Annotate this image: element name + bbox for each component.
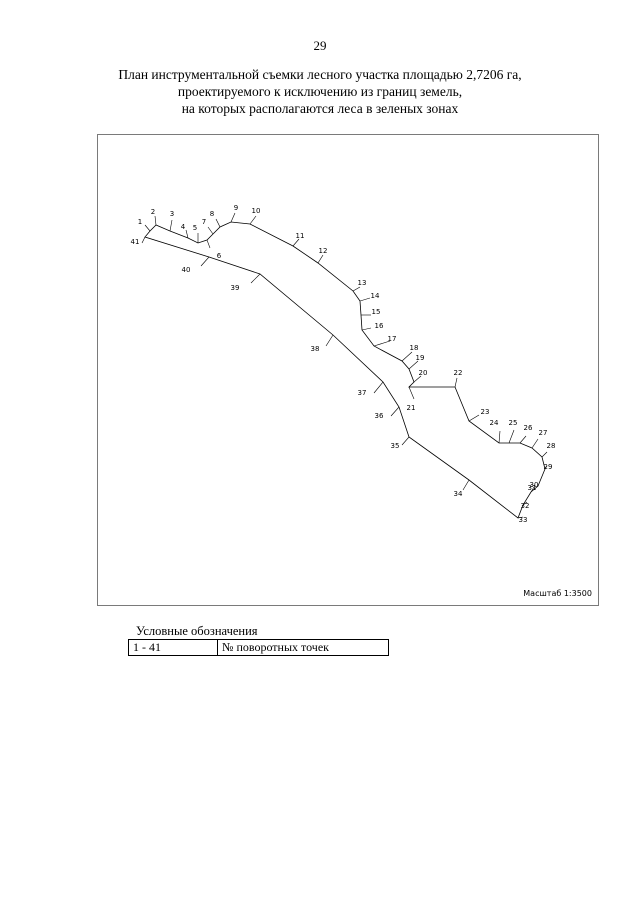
point-label-1: 1 (138, 218, 142, 226)
point-label-4: 4 (181, 223, 186, 231)
point-tick-38 (325, 334, 334, 347)
point-tick-23 (468, 414, 480, 422)
point-label-32: 32 (521, 502, 530, 510)
point-label-10: 10 (252, 207, 261, 215)
point-tick-7 (207, 226, 214, 235)
point-label-34: 34 (454, 490, 463, 498)
point-tick-4 (185, 229, 189, 239)
point-label-5: 5 (193, 224, 197, 232)
point-tick-9 (230, 212, 236, 223)
legend-table: 1 - 41 № поворотных точек (128, 639, 389, 656)
point-tick-2 (154, 215, 157, 226)
point-label-38: 38 (311, 345, 320, 353)
legend-symbol: 1 - 41 (128, 639, 218, 656)
point-label-37: 37 (358, 389, 367, 397)
title-line-1: План инструментальной съемки лесного уча… (118, 67, 522, 82)
point-label-12: 12 (319, 247, 328, 255)
page-number: 29 (313, 38, 327, 53)
point-tick-41 (141, 236, 146, 244)
point-tick-34 (462, 479, 470, 491)
point-label-23: 23 (481, 408, 490, 416)
title-line-2: проектируемого к исключению из границ зе… (177, 84, 463, 99)
point-tick-8 (215, 218, 221, 228)
legend-row: 1 - 41 № поворотных точек (128, 639, 389, 656)
point-label-30: 30 (530, 481, 539, 489)
point-tick-35 (401, 436, 410, 446)
point-tick-17 (373, 340, 391, 347)
point-label-22: 22 (454, 369, 463, 377)
point-tick-14 (359, 297, 371, 302)
point-tick-29 (544, 465, 548, 470)
point-label-2: 2 (151, 208, 155, 216)
point-tick-1 (144, 224, 151, 232)
point-tick-13 (352, 286, 361, 292)
point-label-26: 26 (524, 424, 533, 432)
legend-description: № поворотных точек (217, 639, 389, 656)
point-tick-39 (250, 273, 261, 284)
point-tick-37 (373, 381, 384, 394)
scale-label: Масштаб 1:3500 (523, 589, 592, 598)
point-tick-18 (401, 351, 413, 362)
point-label-25: 25 (509, 419, 518, 427)
point-label-41: 41 (131, 238, 140, 246)
point-label-31: 31 (528, 484, 537, 492)
point-tick-25 (508, 429, 515, 444)
point-tick-12 (317, 254, 324, 264)
point-label-35: 35 (391, 442, 400, 450)
point-tick-40 (200, 256, 210, 267)
point-tick-10 (249, 215, 257, 225)
point-tick-27 (531, 438, 539, 449)
point-label-3: 3 (170, 210, 174, 218)
point-label-19: 19 (416, 354, 425, 362)
point-label-20: 20 (419, 369, 428, 377)
point-label-14: 14 (371, 292, 380, 300)
point-label-21: 21 (407, 404, 416, 412)
point-label-9: 9 (234, 204, 238, 212)
point-label-17: 17 (388, 335, 397, 343)
point-label-27: 27 (539, 429, 548, 437)
point-tick-22 (454, 377, 458, 388)
title-line-3: на которых располагаются леса в зеленых … (181, 101, 459, 116)
point-label-39: 39 (231, 284, 240, 292)
point-label-8: 8 (210, 210, 214, 218)
point-label-18: 18 (410, 344, 419, 352)
point-tick-31 (530, 486, 535, 493)
point-ticks (141, 212, 548, 519)
point-label-40: 40 (182, 266, 191, 274)
point-label-33: 33 (519, 516, 528, 524)
plot-boundary-polygon (144, 221, 546, 519)
point-label-36: 36 (375, 412, 384, 420)
point-label-6: 6 (217, 252, 222, 260)
point-tick-16 (361, 327, 372, 331)
point-tick-33 (517, 516, 524, 519)
point-tick-36 (390, 406, 400, 417)
point-label-29: 29 (544, 463, 553, 471)
point-tick-19 (408, 360, 419, 370)
point-tick-24 (498, 430, 501, 444)
point-tick-21 (408, 386, 415, 400)
point-label-13: 13 (358, 279, 367, 287)
point-tick-6 (206, 239, 211, 249)
point-tick-11 (292, 238, 300, 247)
point-tick-28 (541, 451, 548, 458)
point-tick-20 (413, 375, 422, 383)
point-label-11: 11 (296, 232, 305, 240)
point-label-15: 15 (372, 308, 381, 316)
point-tick-32 (522, 501, 528, 506)
point-label-16: 16 (375, 322, 384, 330)
document-title: План инструментальной съемки лесного уча… (60, 66, 580, 117)
point-tick-3 (169, 219, 173, 232)
point-label-24: 24 (490, 419, 499, 427)
point-tick-26 (519, 435, 527, 444)
legend-title: Условные обозначения (136, 624, 258, 638)
point-label-28: 28 (547, 442, 556, 450)
point-label-7: 7 (202, 218, 206, 226)
